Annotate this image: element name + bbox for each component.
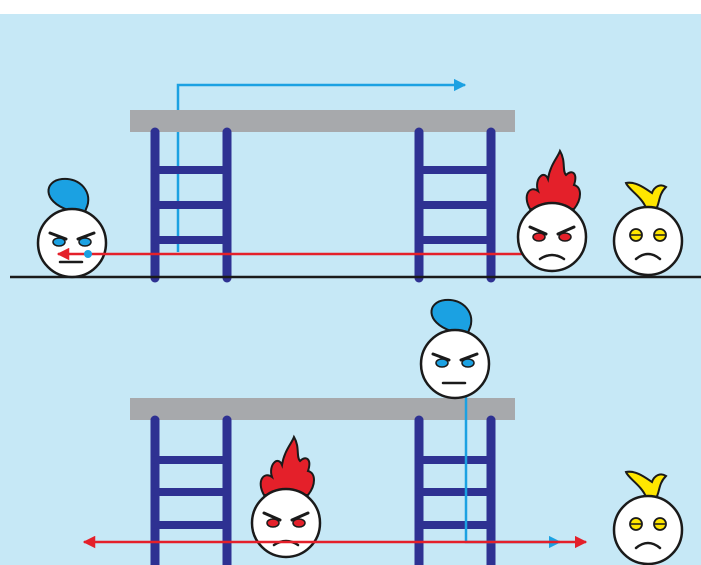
platform [130,110,515,132]
blue-path-start-dot [84,250,92,258]
sky-background [0,14,701,565]
platform [130,398,515,420]
